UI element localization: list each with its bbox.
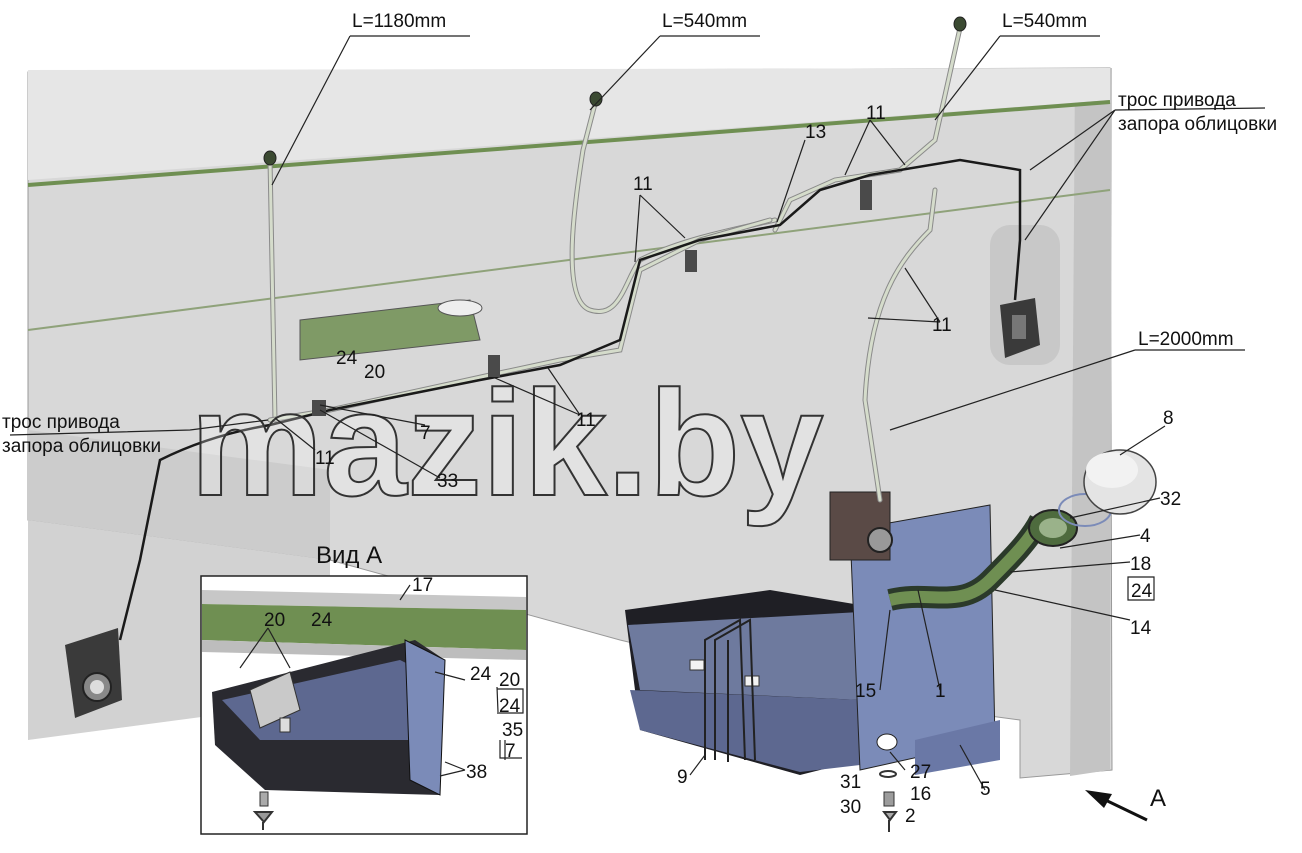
latch-left [65,628,122,718]
part-11-mid: 11 [633,174,653,195]
tube-clips [312,180,872,416]
view-arrow: A [1085,785,1166,822]
part-32: 32 [1160,489,1181,510]
length-label-mid: L=540mm [662,11,747,32]
inset-part-24-b: 24 [470,664,492,685]
cable-label-left-line2: запора облицовки [2,436,161,457]
part-18: 18 [1130,554,1151,575]
length-label-right: L=540mm [1002,11,1087,32]
part-31: 31 [840,772,861,793]
part-5: 5 [980,779,991,800]
part-11-left: 11 [315,448,335,469]
view-arrow-letter: A [1150,785,1166,812]
part-7: 7 [420,423,431,444]
bracket-lines [1127,576,1155,601]
latch-right [1000,298,1040,358]
filler-neck [887,449,1157,611]
part-24: 24 [336,348,358,369]
inset-view [200,575,528,835]
part-1: 1 [935,681,946,702]
inset-part-numbers: 17 20 24 24 20 24 35 7 38 [264,575,523,783]
inset-leader-lines [239,584,506,777]
fuel-tank [625,504,1000,775]
part-27: 27 [910,762,931,783]
release-cable [118,158,1022,641]
part-24-box: 24 [1131,581,1153,602]
part-9: 9 [677,767,688,788]
part-11-top: 11 [866,103,886,124]
cable-label-left-line1: трос привода [2,412,120,433]
part-11-center: 11 [576,410,596,431]
inset-part-17: 17 [412,575,433,596]
part-11-right: 11 [932,315,952,336]
part-13: 13 [805,122,826,143]
inset-part-7: 7 [505,741,516,762]
inset-bracket-lines [497,688,524,759]
part-33: 33 [437,471,458,492]
length-label-left: L=1180mm [352,11,446,32]
part-4: 4 [1140,526,1151,547]
part-numbers: 13 11 11 11 11 11 24 20 7 33 8 32 4 18 2… [315,103,1181,827]
part-2: 2 [905,806,916,827]
washer-nozzles [263,16,967,166]
watermark-text: mazik.by [190,359,824,527]
part-15: 15 [855,681,876,702]
inset-part-24: 24 [311,610,333,631]
part-20: 20 [364,362,385,383]
length-label-long: L=2000mm [1138,329,1234,350]
part-14: 14 [1130,618,1152,639]
inset-part-35: 35 [502,720,523,741]
tank-straps [704,618,756,762]
part-8: 8 [1163,408,1174,429]
part-30: 30 [840,797,861,818]
inset-title: Вид А [316,542,382,569]
cable-label-right-line1: трос привода [1118,90,1236,111]
inset-part-20-b: 20 [499,670,520,691]
inset-part-38: 38 [466,762,487,783]
drain-hardware [879,770,898,832]
leader-lines [9,35,1266,791]
cable-label-right-line2: запора облицовки [1118,114,1277,135]
inset-part-20: 20 [264,610,285,631]
latch-center [829,491,893,561]
inset-part-24-c: 24 [499,696,521,717]
part-16: 16 [910,784,931,805]
